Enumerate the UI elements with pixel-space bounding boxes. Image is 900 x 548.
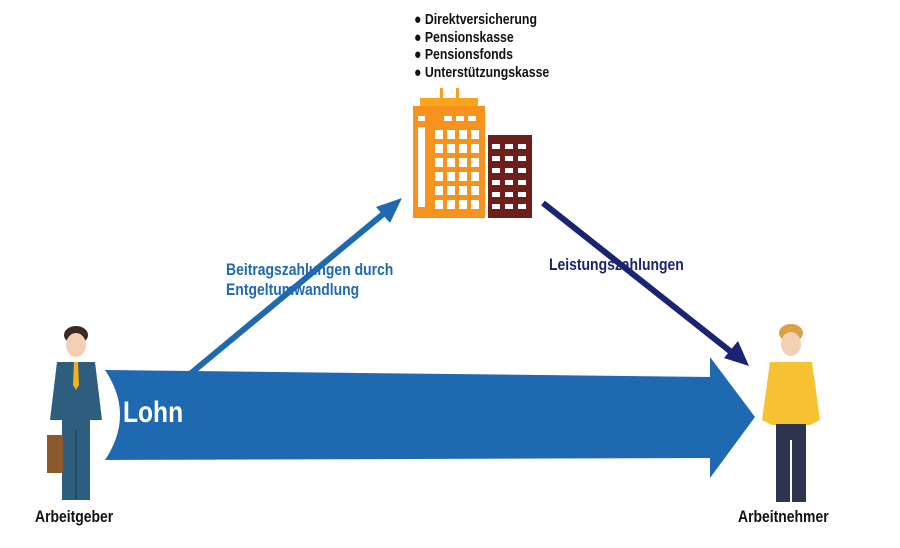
window (435, 158, 443, 167)
window (471, 144, 479, 153)
employer-label: Arbeitgeber (35, 507, 114, 526)
window (459, 144, 467, 153)
window (447, 186, 455, 195)
window (492, 156, 500, 161)
provider-item: ● Pensionskasse (414, 29, 549, 47)
contribution-label: Beitragszahlungen durch Entgeltumwandlun… (226, 260, 393, 300)
window (492, 180, 500, 185)
window (459, 186, 467, 195)
window (518, 204, 526, 209)
provider-item: ● Pensionsfonds (414, 46, 549, 64)
window (447, 172, 455, 181)
window (456, 116, 464, 121)
window (518, 192, 526, 197)
bullet-icon: ● (414, 63, 422, 81)
window (447, 200, 455, 209)
window (505, 192, 513, 197)
window (435, 130, 443, 139)
window (471, 130, 479, 139)
window (447, 144, 455, 153)
provider-label: Unterstützungskasse (424, 63, 550, 81)
window (444, 116, 452, 121)
window (447, 130, 455, 139)
contribution-label-line2: Entgeltumwandlung (226, 280, 360, 299)
window (505, 204, 513, 209)
window (492, 168, 500, 173)
benefits-arrow (541, 200, 749, 366)
window (518, 156, 526, 161)
window (518, 144, 526, 149)
provider-label: Pensionsfonds (424, 46, 514, 63)
window (459, 130, 467, 139)
window (505, 144, 513, 149)
window (459, 172, 467, 181)
window (505, 180, 513, 185)
window (435, 144, 443, 153)
provider-label: Pensionskasse (424, 28, 514, 46)
window (468, 116, 476, 121)
wage-label: Lohn (123, 396, 184, 429)
window (505, 168, 513, 173)
window (447, 158, 455, 167)
window (492, 204, 500, 209)
window (518, 180, 526, 185)
provider-item: ● Direktversicherung (414, 11, 549, 29)
window (471, 186, 479, 195)
window (435, 172, 443, 181)
window (492, 144, 500, 149)
window (459, 200, 467, 209)
bullet-icon: ● (414, 46, 422, 63)
bullet-icon: ● (414, 11, 422, 28)
employer-figure (47, 326, 102, 500)
employee-label: Arbeitnehmer (738, 507, 829, 526)
provider-label: Direktversicherung (424, 11, 537, 28)
window (492, 192, 500, 197)
employee-figure (762, 324, 820, 502)
provider-item: ● Unterstützungskasse (414, 64, 549, 82)
provider-list: ● Direktversicherung ● Pensionskasse ● P… (414, 11, 549, 81)
wage-arrow (105, 357, 755, 478)
window (418, 116, 425, 121)
window (435, 200, 443, 209)
window (471, 158, 479, 167)
window (505, 156, 513, 161)
window (471, 200, 479, 209)
contribution-label-line1: Beitragszahlungen durch (226, 260, 394, 279)
building-icon (413, 88, 532, 218)
contribution-arrow (188, 198, 402, 377)
window (471, 172, 479, 181)
benefits-label: Leistungszahlungen (549, 255, 684, 274)
window (518, 168, 526, 173)
bullet-icon: ● (414, 28, 422, 46)
window (435, 186, 443, 195)
window (459, 158, 467, 167)
